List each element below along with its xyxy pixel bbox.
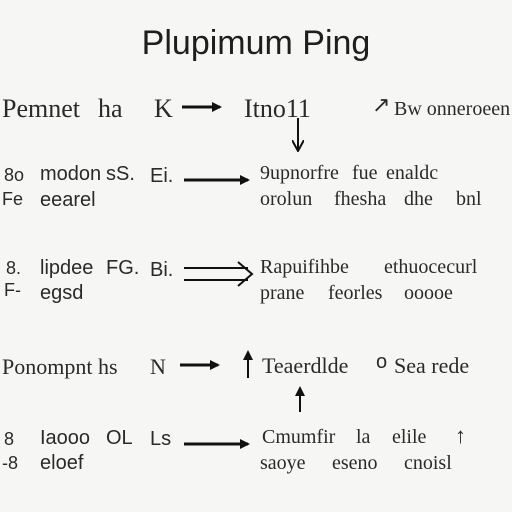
row1-right-main: Itno11: [244, 94, 311, 123]
row4-right-b: o: [376, 351, 388, 373]
row1-mid-label: K: [154, 94, 173, 123]
row5-right-b: la: [356, 426, 371, 448]
row3-left-e: egsd: [40, 282, 84, 304]
row4-right-c: Sea rede: [394, 353, 470, 378]
row2-right-f: dhe: [404, 188, 433, 210]
row3-right-c: prane: [260, 282, 305, 304]
row5-right-e: saoye: [260, 452, 306, 474]
row5-right-f: eseno: [332, 452, 378, 474]
row2-right-g: bnl: [456, 188, 482, 210]
row2-right-b: fue: [352, 162, 378, 184]
row3-left-c: lipdee: [40, 257, 94, 279]
row3-right-d: feorles: [328, 282, 383, 304]
row1-left-label: Pemnet: [2, 94, 80, 123]
row3-double-arrow-head: [237, 261, 254, 287]
row1-right-tail: Bw onneroeen: [394, 98, 511, 120]
row5-left-d: OL: [106, 427, 133, 449]
row2-left-d: sS.: [106, 163, 135, 185]
row2-left-e: eearel: [40, 189, 96, 211]
row5-left-e: eloef: [40, 452, 84, 474]
row3-right-a: Rapuifihbe: [260, 256, 349, 278]
row4-left-label: Ponompnt: [2, 354, 93, 379]
row4-right-a: Teaerdlde: [262, 353, 349, 378]
row5-right-c: elile: [392, 426, 427, 448]
row2-right-a: 9upnorfre: [260, 162, 339, 184]
row1-right-arrow-symbol: ↗: [372, 92, 391, 117]
row5-right-arrow-symbol: ↑: [455, 423, 466, 448]
row4-mid-label: N: [150, 354, 166, 379]
row2-mid-label: Ei.: [150, 165, 174, 187]
row3-left-d: FG.: [106, 257, 140, 279]
row2-right-d: orolun: [260, 188, 313, 210]
row5-right-a: Cmumfir: [262, 426, 336, 448]
row5-left-a: 8: [4, 429, 15, 449]
row5-mid-label: Ls: [150, 428, 172, 450]
diagram-title: Plupimum Ping: [141, 24, 371, 62]
row2-left-b: Fe: [2, 189, 24, 209]
row2-left-a: 8o: [4, 165, 25, 185]
row5-right-g: cnoisl: [404, 452, 452, 474]
row2-left-c: modon: [40, 163, 102, 185]
row4-left-suffix: hs: [98, 354, 118, 379]
row3-left-a: 8.: [6, 258, 22, 278]
row3-right-e: ooooe: [404, 282, 453, 304]
row3-mid-label: Bi.: [150, 259, 174, 281]
row5-left-b: -8: [2, 453, 19, 473]
row2-right-e: fhesha: [334, 188, 387, 210]
row5-left-c: Iaooo: [40, 427, 91, 449]
row3-left-b: F-: [4, 280, 21, 300]
row3-right-b: ethuocecurl: [384, 256, 478, 278]
row1-left-suffix: ha: [98, 94, 123, 123]
row2-right-c: enaldc: [386, 162, 439, 184]
